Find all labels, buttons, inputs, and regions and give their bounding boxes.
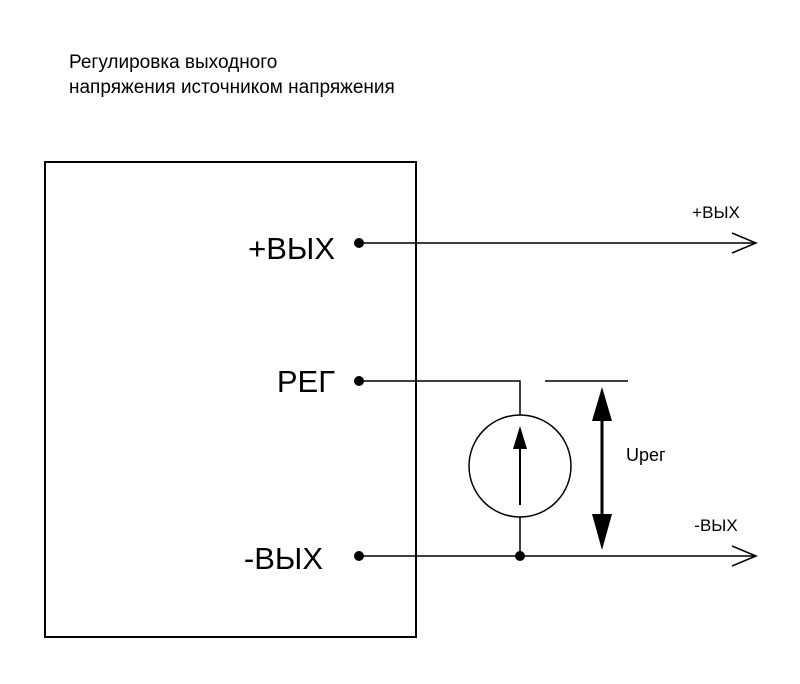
title-line-1: Регулировка выходного bbox=[69, 52, 278, 73]
output-label-minus: -ВЫХ bbox=[694, 516, 737, 535]
arrowhead-out-minus bbox=[731, 545, 758, 567]
voltage-arrow-head-down bbox=[592, 514, 612, 550]
voltage-source-arrow-head bbox=[513, 426, 527, 449]
output-label-plus: +ВЫХ bbox=[692, 203, 740, 222]
voltage-arrow-head-up bbox=[592, 387, 612, 421]
junction-dot bbox=[515, 551, 525, 561]
voltage-label: Uрег bbox=[626, 445, 666, 465]
wire-reg bbox=[359, 380, 521, 415]
arrowhead-out-plus bbox=[731, 232, 758, 254]
pin-label-out-minus: -ВЫХ bbox=[244, 541, 323, 576]
pin-label-reg: РЕГ bbox=[277, 364, 335, 399]
title-line-2: напряжения источником напряжения bbox=[69, 77, 395, 98]
module-box bbox=[44, 161, 417, 638]
diagram-title: Регулировка выходного напряжения источни… bbox=[69, 50, 395, 100]
pin-label-out-plus: +ВЫХ bbox=[248, 231, 335, 266]
